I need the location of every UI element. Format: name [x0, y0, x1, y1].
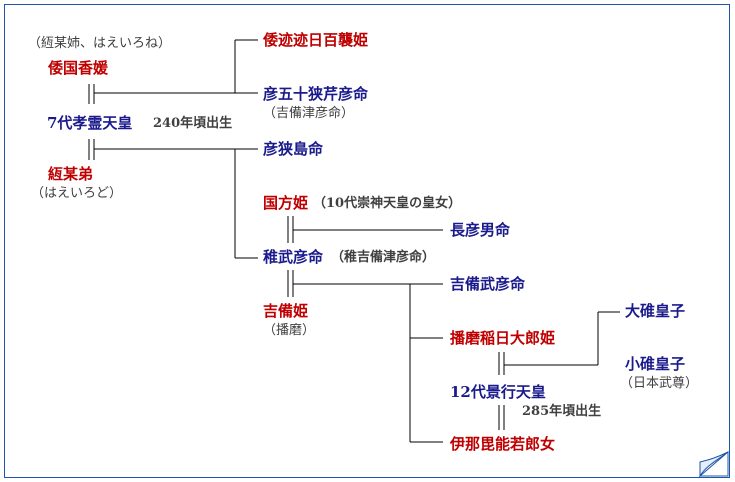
- korei-birth-year: 240年頃出生: [153, 116, 233, 131]
- keiko-birth-year: 285年頃出生: [522, 404, 602, 419]
- note-hae-iroto: （はえいろど）: [31, 186, 123, 201]
- diagram-sheet: [4, 4, 730, 478]
- person-isaseri-hiko: 彦五十狭芹彦命: [263, 85, 369, 103]
- note-yamato-takeru: （日本武尊）: [620, 376, 699, 391]
- note-harima: （播磨）: [263, 323, 316, 338]
- person-sashima: 彦狭島命: [263, 140, 324, 158]
- person-yamato-kunika-hime: 倭国香媛: [48, 59, 109, 77]
- person-hae-oto: 絚某弟: [48, 165, 94, 183]
- person-yamato-totohi-momoso-hime: 倭迹迹日百襲姫: [263, 31, 369, 49]
- note-sujin-princess: （10代崇神天皇の皇女）: [313, 196, 462, 211]
- person-kibi-takehiko: 吉備武彦命: [450, 275, 526, 293]
- person-kunibu-hime: 国方姫: [263, 194, 309, 212]
- person-ousu: 大碓皇子: [625, 302, 686, 320]
- person-wakatake-hiko: 稚武彦命: [263, 248, 324, 266]
- person-nagahiko: 長彦男命: [450, 221, 511, 239]
- note-kibitsu-hiko: （吉備津彦命）: [263, 106, 355, 121]
- person-harima-inabi-oiratsume: 播磨稲日大郎姫: [450, 329, 556, 347]
- note-hae-ane: （絚某姉、はえいろね）: [28, 36, 172, 51]
- person-ousu-small: 小碓皇子: [625, 355, 686, 373]
- person-kibi-hime: 吉備姫: [263, 302, 309, 320]
- person-korei-tenno: 7代孝霊天皇: [47, 114, 133, 132]
- person-keiko-tenno: 12代景行天皇: [450, 383, 546, 401]
- person-inabi-no-waka-iratsume: 伊那毘能若郎女: [450, 435, 556, 453]
- note-waka-kibitsu-hiko: （稚吉備津彦命）: [331, 250, 436, 265]
